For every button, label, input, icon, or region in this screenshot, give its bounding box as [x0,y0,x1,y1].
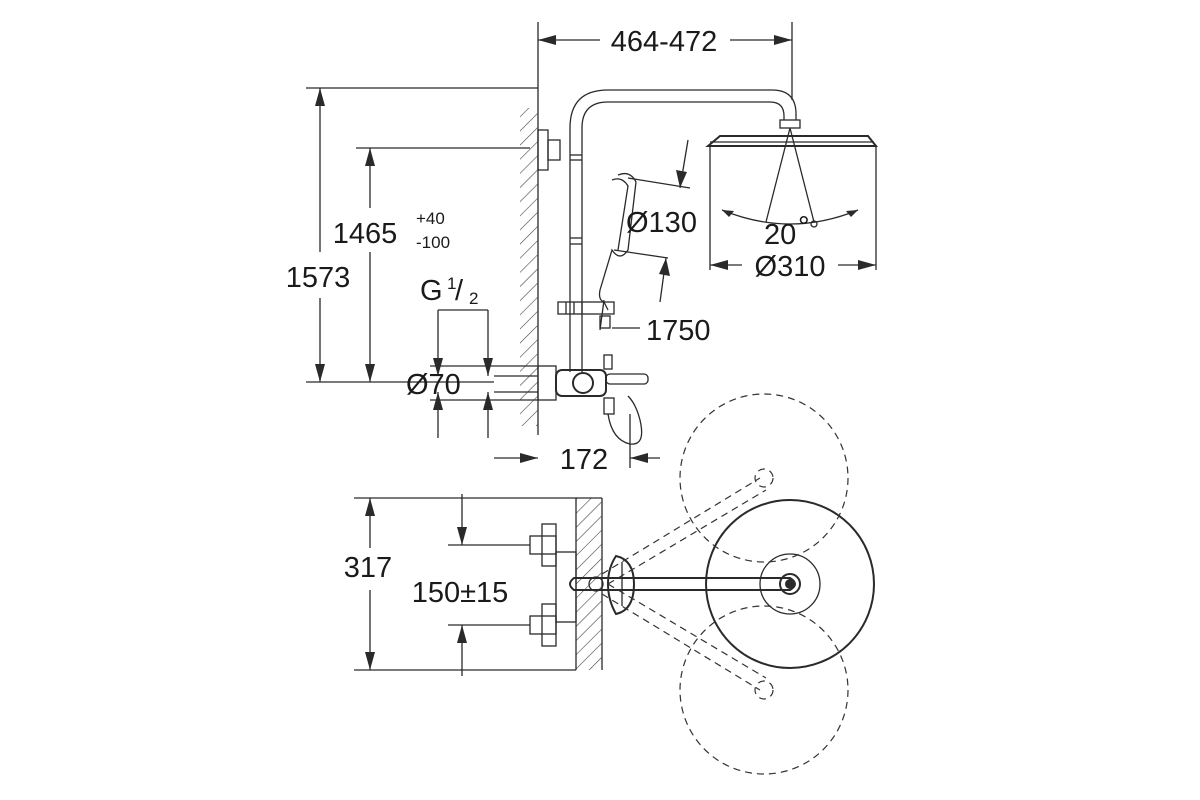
dim-connection-dia: Ø70 [406,369,461,401]
riser-pipe [569,128,583,372]
swivel-positions [601,393,849,775]
wall-bracket-upper [537,129,561,171]
dim-arm-width: 464-472 [611,26,717,58]
dim-head-angle: 20 [764,219,796,251]
dim-thread-slash: / [455,275,464,307]
dim-top-depth: 317 [344,552,392,584]
hand-shower-plan [606,554,636,616]
rain-head-plan [705,499,875,669]
side-view-dimensions: 464-472 1573 1465 +40 -100 G 1 / 2 [286,22,876,476]
thermostat-mixer [537,354,649,445]
dim-thread-num: 1 [447,274,456,293]
dim-rail-tol-minus: -100 [416,233,450,252]
dim-hose-length: 1750 [646,315,711,347]
arm-plan [569,576,796,592]
inlet-pipes [494,375,538,393]
dim-outlet-projection: 172 [560,444,608,476]
dim-thread-den: 2 [469,289,478,308]
dim-rail-tol-plus: +40 [416,209,445,228]
dim-head-angle-unit: ° [798,211,810,243]
dim-hand-shower-dia: Ø130 [626,207,697,239]
side-view [494,88,879,445]
top-view [529,393,875,775]
rain-shower-head [705,119,879,270]
dim-thread-label: G [420,275,443,307]
dim-inlet-spacing: 150±15 [412,577,509,609]
dim-head-dia: Ø310 [755,251,826,283]
hand-shower [598,172,637,331]
top-view-dimensions: 317 150±15 [344,494,602,676]
dim-total-height: 1573 [286,262,351,294]
slide-holder [557,301,615,329]
dim-rail-height: 1465 [333,218,398,250]
shower-arm [569,89,797,129]
wall [520,88,539,435]
